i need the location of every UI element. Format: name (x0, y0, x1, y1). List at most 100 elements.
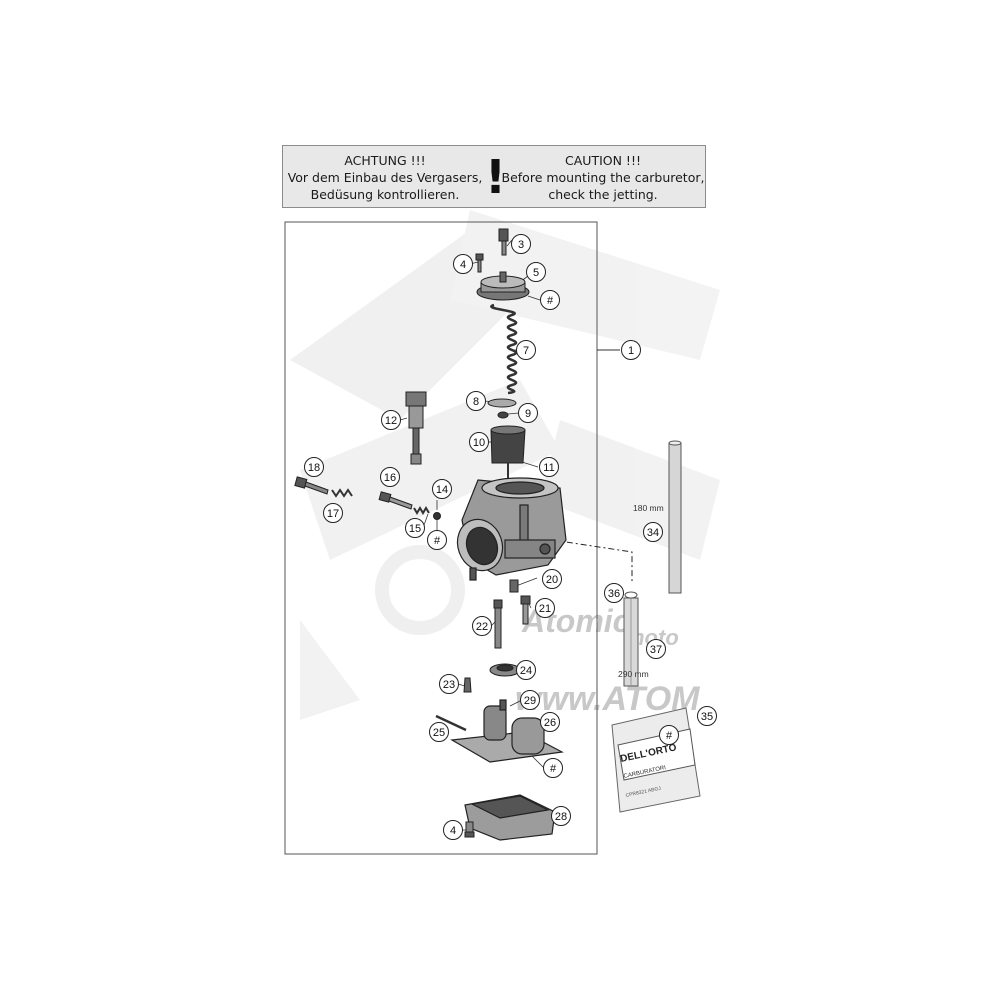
exclamation-icon: ! (485, 150, 506, 204)
part-screw-small (475, 253, 484, 273)
notice-de-line1: Vor dem Einbau des Vergasers, (287, 170, 483, 185)
callout-3: 3 (511, 234, 531, 254)
callout-number: 16 (384, 472, 396, 484)
part-jet-small (509, 579, 519, 593)
callout-number: 10 (473, 437, 485, 449)
part-float (450, 699, 564, 763)
callout-20: 20 (542, 569, 562, 589)
callout-hash: # (659, 725, 679, 745)
callout-number: # (547, 295, 554, 307)
callout-number: 12 (385, 415, 397, 427)
callout-number: 14 (436, 484, 448, 496)
callout-number: 7 (523, 345, 529, 357)
callout-number: 8 (473, 396, 479, 408)
callout-number: 1 (628, 345, 634, 357)
callout-number: 11 (543, 462, 554, 474)
callout-21: 21 (535, 598, 555, 618)
callout-24: 24 (516, 660, 536, 680)
callout-number: 34 (647, 527, 659, 539)
callout-number: # (434, 535, 441, 547)
callout-number: 36 (608, 588, 620, 600)
callout-number: 23 (443, 679, 455, 691)
callout-17: 17 (323, 503, 343, 523)
part-needle-jet (493, 599, 503, 649)
callout-9: 9 (518, 403, 538, 423)
part-clip (497, 411, 509, 419)
callout-number: 22 (476, 621, 488, 633)
part-cap (476, 271, 530, 301)
part-choke-plunger (405, 391, 427, 465)
callout-number: 20 (546, 574, 558, 586)
callout-number: # (550, 763, 557, 775)
callout-number: 29 (524, 695, 536, 707)
notice-english: CAUTION !!! Before mounting the carburet… (501, 152, 705, 203)
callout-hash: # (540, 290, 560, 310)
callout-7: 7 (516, 340, 536, 360)
callout-number: 26 (544, 717, 556, 729)
notice-de-title: ACHTUNG !!! (344, 153, 426, 168)
callout-4: 4 (453, 254, 473, 274)
callout-36: 36 (604, 583, 624, 603)
part-tube-clamp (624, 591, 638, 599)
callout-number: 24 (520, 665, 532, 677)
callout-number: 4 (460, 259, 466, 271)
callout-18: 18 (304, 457, 324, 477)
callout-number: 9 (525, 408, 531, 420)
part-float-needle (463, 677, 472, 693)
callout-34: 34 (643, 522, 663, 542)
part-carburetor-body (456, 477, 567, 581)
part-spring (490, 303, 518, 395)
callout-1: 1 (621, 340, 641, 360)
callout-number: 5 (533, 267, 539, 279)
callout-16: 16 (380, 467, 400, 487)
part-mixture-screw (378, 491, 441, 520)
callout-hash: # (543, 758, 563, 778)
part-idle-screw (294, 476, 353, 498)
callout-5: 5 (526, 262, 546, 282)
fuel-line-path (552, 539, 633, 582)
part-float-pin (435, 714, 467, 732)
callout-4: 4 (443, 820, 463, 840)
callout-number: 21 (539, 603, 551, 615)
callout-number: 18 (308, 462, 320, 474)
callout-25: 25 (429, 722, 449, 742)
callout-14: 14 (432, 479, 452, 499)
notice-de-line2: Bedüsung kontrollieren. (310, 187, 460, 202)
part-throttle-slide (490, 425, 526, 464)
callout-number: 17 (327, 508, 339, 520)
callout-11: 11 (539, 457, 559, 477)
callout-number: 28 (555, 811, 567, 823)
part-washer (487, 398, 517, 408)
part-jet-kit-bag: DELL'ORTO CARBURATORI CPR8321 ABGJ (611, 707, 701, 813)
part-pilot-jet (520, 595, 531, 625)
part-vent-tube-short (668, 440, 682, 594)
callout-15: 15 (405, 518, 425, 538)
part-float-bowl (464, 794, 556, 841)
callout-29: 29 (520, 690, 540, 710)
part-float-valve (489, 663, 521, 677)
notice-en-title: CAUTION !!! (565, 153, 641, 168)
callout-number: 3 (518, 239, 524, 251)
callout-22: 22 (472, 616, 492, 636)
callout-number: 15 (409, 523, 421, 535)
assembly-frame (284, 221, 598, 855)
notice-german: ACHTUNG !!! Vor dem Einbau des Vergasers… (285, 152, 485, 203)
callout-12: 12 (381, 410, 401, 430)
part-screw-top (498, 228, 509, 256)
callout-number: 37 (650, 644, 662, 656)
callout-26: 26 (540, 712, 560, 732)
callout-number: 25 (433, 727, 445, 739)
callout-23: 23 (439, 674, 459, 694)
notice-en-line2: check the jetting. (548, 187, 658, 202)
dim-long-tube: 290 mm (618, 669, 649, 679)
callout-10: 10 (469, 432, 489, 452)
callout-hash: # (427, 530, 447, 550)
part-bowl-screw (464, 821, 475, 838)
callout-number: # (666, 730, 673, 742)
callout-35: 35 (697, 706, 717, 726)
dim-short-tube: 180 mm (633, 503, 664, 513)
notice-en-line1: Before mounting the carburetor, (501, 170, 705, 185)
callout-number: 4 (450, 825, 456, 837)
